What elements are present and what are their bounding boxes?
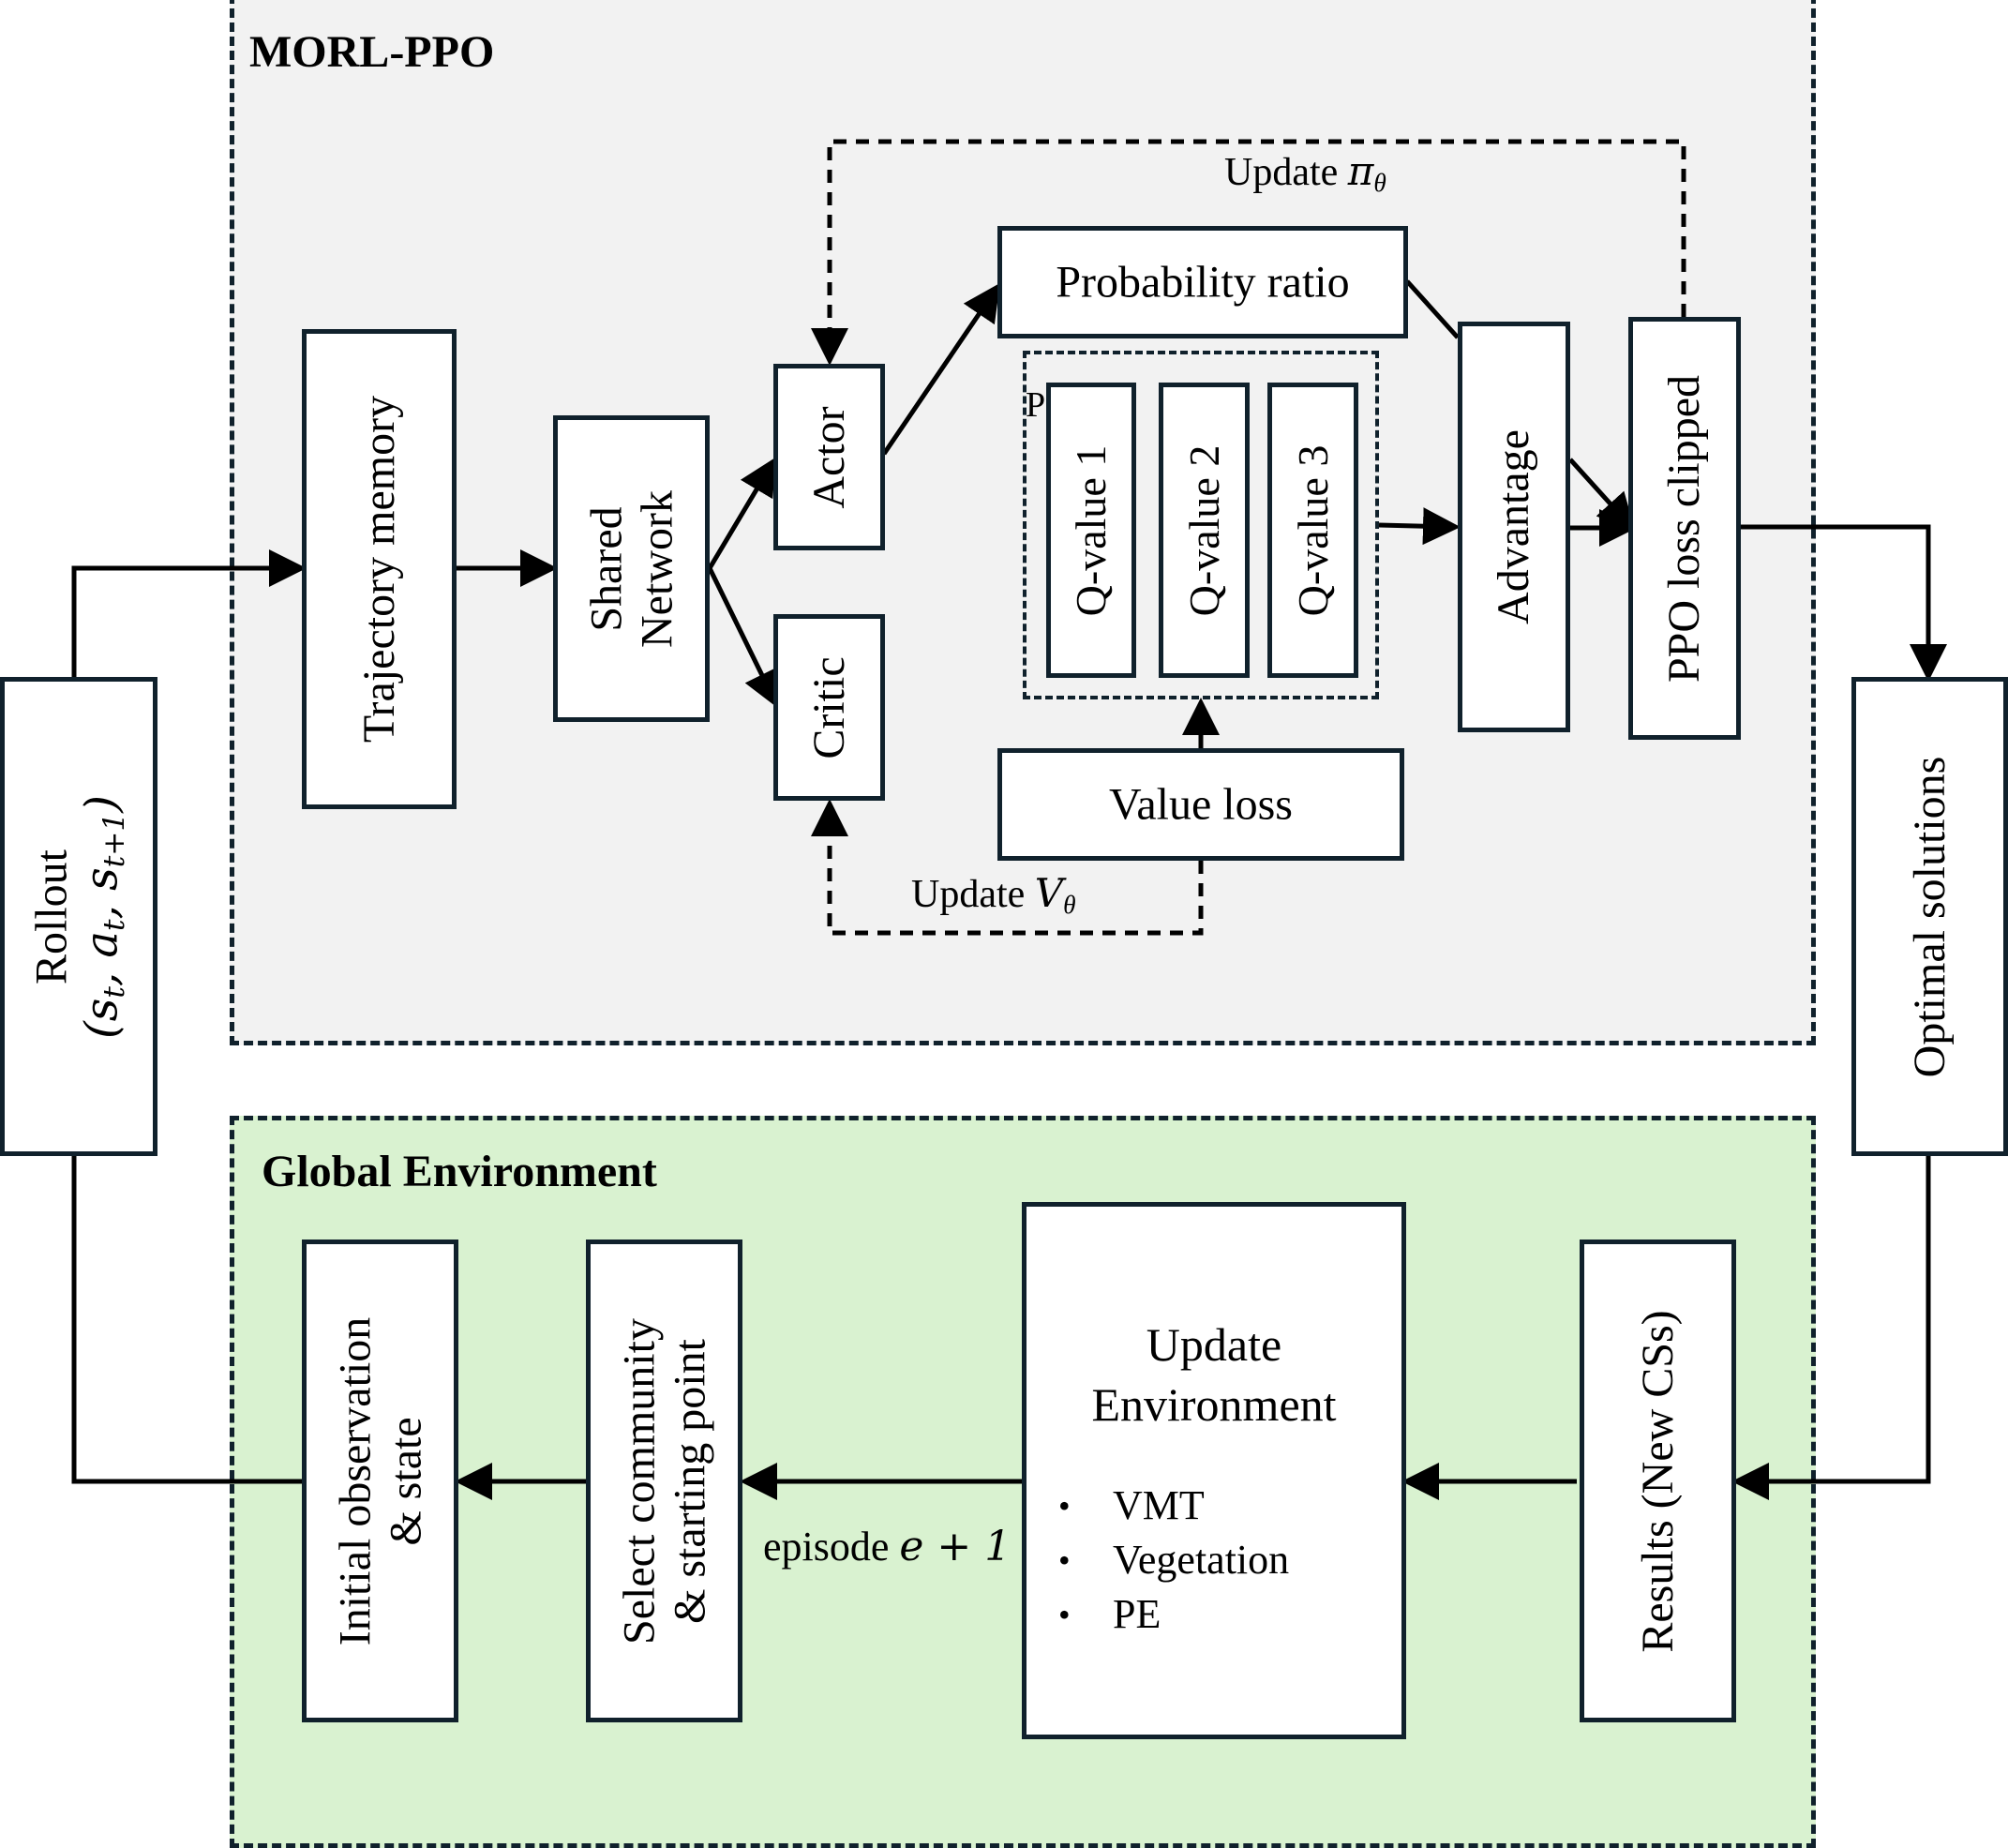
advantage-label: Advantage (1489, 429, 1539, 624)
arrow-shared-to-critic (707, 566, 779, 709)
trajectory-memory-box: Trajectory memory (302, 329, 457, 809)
update-pi-subscript: θ (1373, 168, 1386, 197)
update-environment-line2: Environment (1091, 1378, 1337, 1431)
environment-factor-item: VMT (1055, 1479, 1289, 1533)
shared-network-line2: Network (631, 489, 682, 648)
shared-network-line1: Shared (580, 505, 631, 632)
arrow-advantage-to-ppo-a (1568, 458, 1636, 532)
select-community-line2: & starting point (664, 1338, 714, 1624)
update-v-prefix: Update (911, 873, 1035, 916)
q-value-1-box: Q-value 1 (1046, 383, 1136, 678)
optimal-solutions-box: Optimal solutions (1851, 677, 2008, 1156)
update-pi-label: Update πθ (1224, 148, 1386, 198)
update-pi-prefix: Update (1224, 151, 1348, 194)
advantage-box: Advantage (1458, 322, 1570, 732)
critic-label: Critic (803, 655, 854, 759)
value-loss-label: Value loss (1109, 779, 1293, 830)
update-v-subscript: θ (1063, 890, 1076, 919)
episode-label: episode e + 1 (763, 1523, 1011, 1570)
select-community-box: Select community & starting point (586, 1240, 742, 1722)
environment-factor-item: PE (1055, 1587, 1289, 1642)
environment-factor-list: VMT Vegetation PE (1055, 1479, 1289, 1642)
q-value-3-label: Q-value 3 (1288, 444, 1337, 616)
shared-network-box: Shared Network (553, 415, 710, 722)
arrow-ppo-to-optimal (1741, 524, 1947, 682)
line-initial-to-rollout (71, 1156, 309, 1484)
initial-observation-line1: Initial observation (329, 1316, 380, 1645)
q-value-2-box: Q-value 2 (1159, 383, 1250, 678)
q-value-2-label: Q-value 2 (1179, 444, 1228, 616)
results-box: Results (New CSs) (1580, 1240, 1736, 1722)
probability-ratio-box: Probability ratio (997, 226, 1408, 338)
select-community-line1: Select community (613, 1317, 664, 1645)
arrow-rollout-to-trajectory (71, 549, 307, 677)
rollout-box: Rollout (st, at, st+1) (0, 677, 157, 1156)
partial-label: P (1026, 385, 1046, 425)
optimal-solutions-label: Optimal solutions (1904, 756, 1955, 1077)
episode-prefix: episode (763, 1524, 900, 1570)
update-v-label: Update Vθ (911, 870, 1076, 920)
rollout-label: Rollout (26, 849, 77, 984)
episode-expr: e + 1 (899, 1523, 1011, 1570)
dashed-update-v (811, 799, 1204, 936)
update-v-symbol: V (1034, 870, 1064, 916)
ppo-loss-clipped-box: PPO loss clipped (1628, 317, 1741, 740)
global-environment-title: Global Environment (262, 1147, 657, 1196)
initial-observation-box: Initial observation & state (302, 1240, 458, 1722)
actor-box: Actor (773, 364, 885, 550)
arrow-optimal-to-results (1731, 1156, 1931, 1500)
actor-label: Actor (803, 405, 854, 509)
rollout-tuple: (st, at, st+1) (75, 794, 131, 1039)
morl-ppo-title: MORL-PPO (249, 27, 495, 77)
update-pi-symbol: π (1347, 148, 1374, 194)
initial-observation-line2: & state (380, 1416, 430, 1546)
arrow-q-to-advantage (1378, 507, 1461, 546)
update-environment-line1: Update (1146, 1318, 1282, 1371)
q-value-1-label: Q-value 1 (1067, 444, 1116, 616)
arrow-actor-to-ratio (881, 282, 1000, 456)
update-environment-box: Update Environment VMT Vegetation PE (1022, 1202, 1406, 1739)
critic-box: Critic (773, 614, 885, 801)
environment-factor-item: Vegetation (1055, 1533, 1289, 1587)
line-ratio-to-advantage (1405, 279, 1460, 339)
value-loss-box: Value loss (997, 748, 1404, 861)
trajectory-memory-label: Trajectory memory (353, 395, 404, 744)
results-label: Results (New CSs) (1632, 1309, 1683, 1653)
probability-ratio-label: Probability ratio (1056, 257, 1350, 308)
arrow-shared-to-actor (707, 457, 776, 570)
q-value-3-box: Q-value 3 (1267, 383, 1358, 678)
ppo-loss-clipped-label: PPO loss clipped (1659, 374, 1710, 683)
